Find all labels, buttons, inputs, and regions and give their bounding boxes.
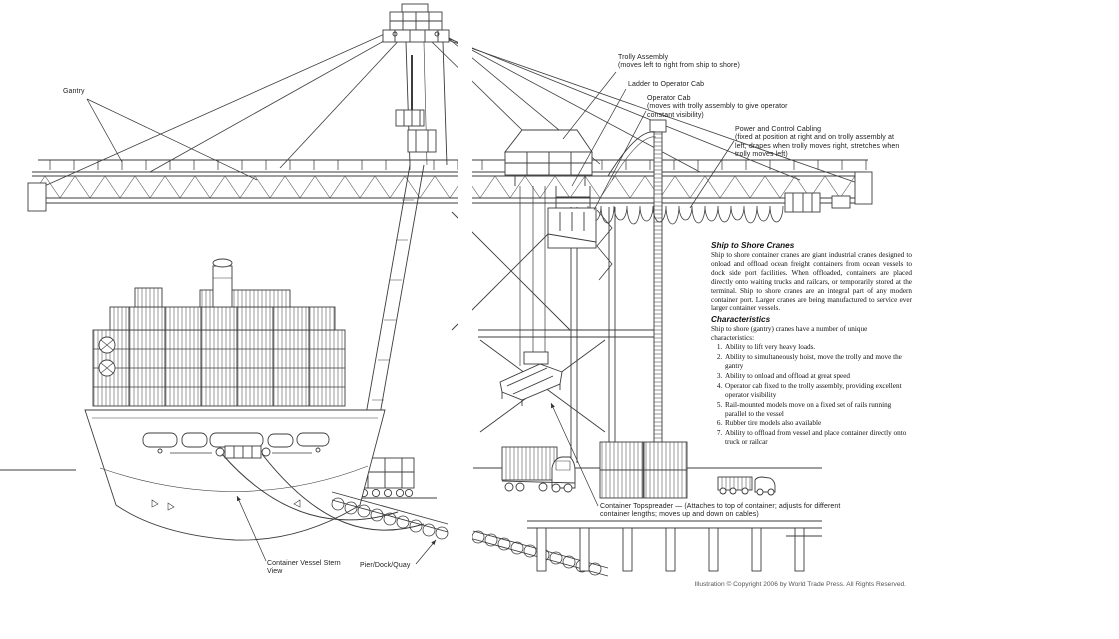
characteristic-item: Rubber tire models also available xyxy=(724,419,912,428)
gantry-label: Gantry xyxy=(63,88,85,95)
crane-structure xyxy=(0,3,873,577)
operator-cab-label: Operator Cab (moves with trolly assembly… xyxy=(647,95,788,119)
ladder-label: Ladder to Operator Cab xyxy=(628,81,705,88)
article-block: Ship to Shore Cranes Ship to shore conta… xyxy=(711,241,912,448)
characteristic-item: Operator cab fixed to the trolly assembl… xyxy=(724,382,912,400)
drawing-break-band xyxy=(458,0,472,545)
article-heading: Ship to Shore Cranes xyxy=(711,241,795,250)
characteristic-item: Ability to simultaneously hoist, move th… xyxy=(724,353,912,371)
characteristics-list: Ability to lift very heavy loads.Ability… xyxy=(711,343,912,447)
characteristics-intro: Ship to shore (gantry) cranes have a num… xyxy=(711,325,868,343)
characteristic-item: Ability to lift very heavy loads. xyxy=(724,343,912,352)
characteristics-heading: Characteristics xyxy=(711,315,771,325)
vessel-label: Container Vessel Stern View xyxy=(267,560,341,576)
characteristic-item: Ability to offload from vessel and place… xyxy=(724,429,912,447)
trolly-assembly-label: Trolly Assembly (moves left to right fro… xyxy=(618,54,740,70)
characteristic-item: Ability to onload and offload at great s… xyxy=(724,372,912,381)
power-cabling-label: Power and Control Cabling (fixed at posi… xyxy=(735,126,900,158)
article-body: Ship to shore container cranes are giant… xyxy=(711,251,912,313)
pier-label: Pier/Dock/Quay xyxy=(360,562,411,569)
topspreader-label: Container Topspreader — (Attaches to top… xyxy=(600,503,841,519)
callout-leader-lines xyxy=(86,71,735,565)
characteristic-item: Rail-mounted models move on a fixed set … xyxy=(724,401,912,419)
copyright-line: Illustration © Copyright 2006 by World T… xyxy=(694,581,906,588)
